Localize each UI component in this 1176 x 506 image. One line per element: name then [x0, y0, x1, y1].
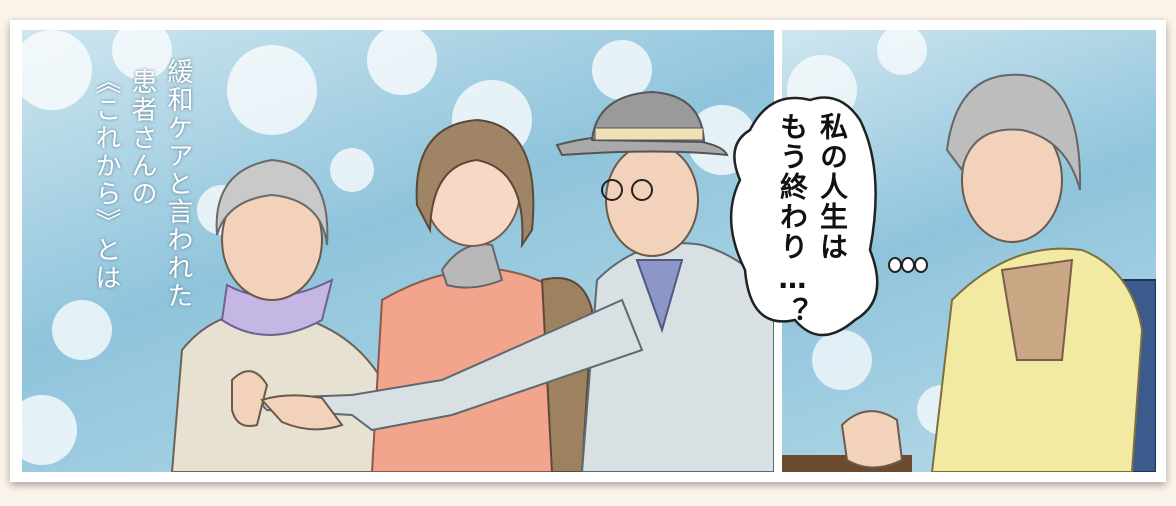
title-line-2: 患者さんの — [127, 68, 157, 208]
elderly-man-with-hat-figure — [260, 90, 774, 472]
left-panel-illustration — [22, 30, 774, 472]
title-line-3: 《これから》とは — [91, 68, 121, 292]
speech-line-1: 私の人生は — [816, 112, 849, 262]
speech-line-2: もう終わり…？ — [776, 112, 809, 327]
title-line-1: 緩和ケアと言われた — [163, 58, 193, 310]
left-comic-panel: 緩和ケアと言われた 患者さんの 《これから》とは — [22, 30, 774, 472]
sad-elderly-woman-figure — [840, 73, 1144, 472]
elderly-woman-figure — [170, 158, 404, 472]
right-panel-illustration — [782, 30, 1156, 472]
comic-frame: 緩和ケアと言われた 患者さんの 《これから》とは — [10, 20, 1166, 482]
